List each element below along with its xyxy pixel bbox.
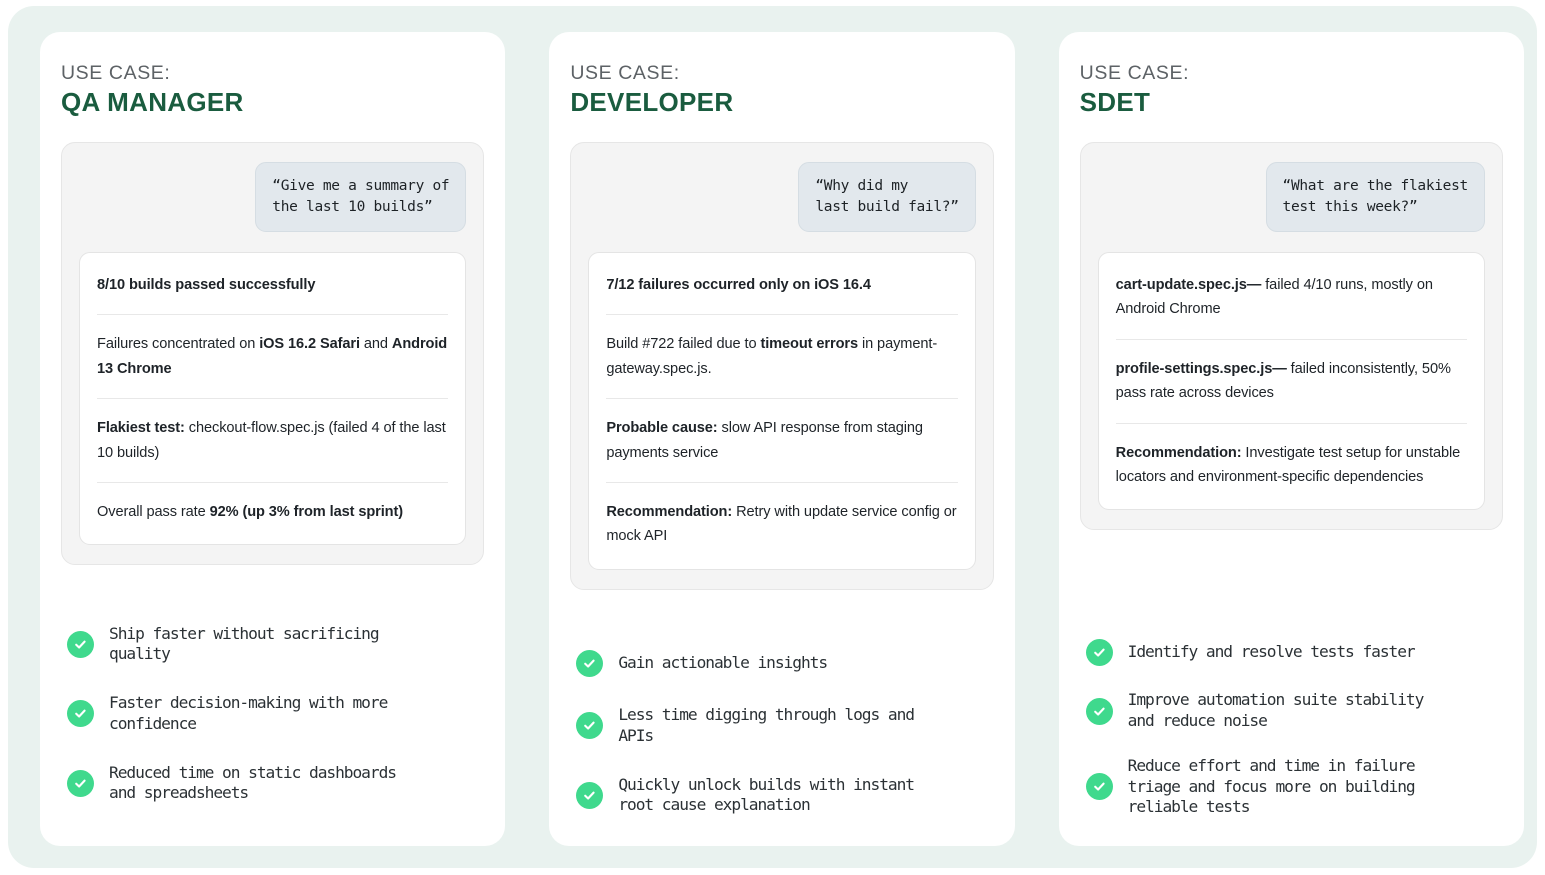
answer-item: Recommendation: Investigate test setup f… <box>1115 444 1461 485</box>
answer-item: Flakiest test: checkout-flow.spec.js (fa… <box>97 399 449 483</box>
card-header: USE CASE: DEVELOPER <box>570 61 993 120</box>
user-question-bubble: “Why did my last build fail?” <box>798 161 976 233</box>
benefit-item: Improve automation suite stability and r… <box>1085 690 1503 731</box>
benefit-item: Reduce effort and time in failure triage… <box>1085 755 1503 818</box>
user-question-bubble: “What are the flakiest test this week?” <box>1265 161 1485 233</box>
use-case-eyebrow: USE CASE: <box>61 62 171 84</box>
answer-item: cart-update.spec.js— failed 4/10 runs, m… <box>1115 256 1467 340</box>
check-circle-icon <box>576 650 604 678</box>
benefit-label: Gain actionable insights <box>618 653 828 673</box>
use-case-card: USE CASE: SDET “What are the flakiest test… <box>1058 32 1524 846</box>
benefit-item: Identify and resolve tests faster <box>1085 639 1503 667</box>
answer-item: Recommendation: Retry with update servic… <box>606 503 957 545</box>
benefit-label: Less time digging through logs and APIs <box>618 705 915 745</box>
use-case-role-title: DEVELOPER <box>570 87 734 118</box>
benefit-label: Faster decision-making with more confide… <box>109 693 388 733</box>
use-case-cards-row: USE CASE: QA MANAGER “Give me a summary of… <box>40 32 1524 846</box>
user-question-bubble: “Give me a summary of the last 10 builds… <box>255 161 467 233</box>
benefit-label: Ship faster without sacrificing quality <box>109 623 380 664</box>
check-circle-icon <box>67 700 94 728</box>
check-circle-icon <box>576 781 604 809</box>
benefit-item: Faster decision-making with more confide… <box>67 693 484 734</box>
answer-item: Failures concentrated on iOS 16.2 Safari… <box>97 315 449 400</box>
check-circle-icon <box>67 630 94 658</box>
check-circle-icon <box>67 769 94 797</box>
use-case-eyebrow: USE CASE: <box>570 62 680 84</box>
use-case-card: USE CASE: QA MANAGER “Give me a summary of… <box>40 32 506 846</box>
use-case-eyebrow: USE CASE: <box>1079 62 1190 84</box>
assistant-answer-card: cart-update.spec.js— failed 4/10 runs, m… <box>1097 252 1485 511</box>
benefit-label: Reduced time on static dashboards and sp… <box>109 762 397 803</box>
benefit-item: Less time digging through logs and APIs <box>576 705 993 746</box>
answer-item: 7/12 failures occurred only on iOS 16.4 <box>606 256 958 316</box>
card-header: USE CASE: QA MANAGER <box>61 61 484 120</box>
benefit-item: Quickly unlock builds with instant root … <box>576 775 993 816</box>
question-row: “What are the flakiest test this week?” <box>1098 161 1485 233</box>
answer-item: Probable cause: slow API response from s… <box>606 399 958 483</box>
benefit-label: Identify and resolve tests faster <box>1127 642 1416 662</box>
chat-preview-panel: “What are the flakiest test this week?” c… <box>1079 141 1503 531</box>
benefit-item: Gain actionable insights <box>576 650 993 678</box>
answer-item: Overall pass rate 92% (up 3% from last s… <box>97 503 404 520</box>
benefit-label: Reduce effort and time in failure triage… <box>1127 755 1416 817</box>
check-circle-icon <box>576 712 604 740</box>
question-row: “Why did my last build fail?” <box>588 161 976 233</box>
benefit-item: Reduced time on static dashboards and sp… <box>67 763 484 804</box>
answer-item: 8/10 builds passed successfully <box>97 256 449 316</box>
chat-preview-panel: “Give me a summary of the last 10 builds… <box>61 141 485 566</box>
chat-preview-panel: “Why did my last build fail?” 7/12 failur… <box>570 141 994 590</box>
benefit-label: Improve automation suite stability and r… <box>1127 690 1425 731</box>
use-case-role-title: QA MANAGER <box>61 87 244 118</box>
use-case-role-title: SDET <box>1079 87 1151 118</box>
check-circle-icon <box>1085 639 1113 667</box>
answer-item: Build #722 failed due to timeout errors … <box>606 315 958 400</box>
use-case-card: USE CASE: DEVELOPER “Why did my last build… <box>549 32 1015 846</box>
use-cases-panel: USE CASE: QA MANAGER “Give me a summary of… <box>8 6 1537 868</box>
answer-item: profile-settings.spec.js— failed inconsi… <box>1115 340 1467 424</box>
benefit-item: Ship faster without sacrificing quality <box>67 624 484 665</box>
benefit-label: Quickly unlock builds with instant root … <box>618 774 915 815</box>
check-circle-icon <box>1085 697 1113 725</box>
check-circle-icon <box>1085 773 1113 801</box>
question-row: “Give me a summary of the last 10 builds… <box>79 161 467 233</box>
card-header: USE CASE: SDET <box>1080 61 1503 120</box>
